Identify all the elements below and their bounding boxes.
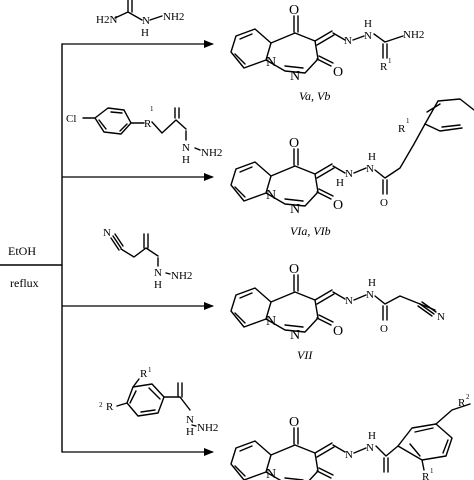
p1-ring-n2: N <box>290 69 300 84</box>
reagent-3-n: N <box>103 227 111 239</box>
reagent-3-cyanoacetohydrazide: N N H NH2 <box>103 227 192 291</box>
p1-o-top: O <box>289 3 299 18</box>
reagent-2-r-sup: 1 <box>150 105 154 113</box>
solvent-label: EtOH <box>8 244 36 258</box>
p4-ring-n: N <box>266 467 276 480</box>
reagent-3-nh: N <box>154 267 162 279</box>
reagent-2-cl: Cl <box>66 113 76 125</box>
p1-r-sup: 1 <box>388 57 392 65</box>
reagent-1-nh2: NH2 <box>163 11 184 23</box>
p3-n: N <box>345 295 353 307</box>
p3-o-right: O <box>333 324 343 339</box>
reagent-3-nh-h: H <box>154 279 162 291</box>
reagent-2-chlorophenyl-hydrazide: Cl R 1 N H NH2 <box>66 105 222 166</box>
p2-o-top: O <box>289 136 299 151</box>
p1-r: R <box>380 61 388 73</box>
p3-ring-n: N <box>266 314 276 329</box>
p3-cn-n: N <box>437 311 445 323</box>
p1-o-right: O <box>333 65 343 80</box>
p2-nh-h: H <box>336 177 344 189</box>
p4-o-top: O <box>289 415 299 430</box>
p1-nh: N <box>364 30 372 42</box>
condition-label: reflux <box>10 276 39 290</box>
reagent-2-nh: N <box>182 142 190 154</box>
product-2-label: VIa, VIb <box>290 224 331 238</box>
reagent-1-nh-h: H <box>141 27 149 39</box>
reaction-arrows <box>0 40 214 456</box>
p1-ring-n: N <box>266 55 276 70</box>
p4-n: N <box>345 449 353 461</box>
p3-nh: N <box>366 289 374 301</box>
reagent-4-benzohydrazide: R 1 R 2 N H NH2 <box>99 366 218 438</box>
p2-nh-h2: H <box>368 151 376 163</box>
p4-r2: R <box>458 397 466 409</box>
p2-n: N <box>345 168 353 180</box>
p4-nh: N <box>366 442 374 454</box>
p2-ring-n: N <box>266 188 276 203</box>
p2-ring-n2: N <box>290 202 300 217</box>
reagent-4-nh-h: H <box>186 426 194 438</box>
p4-r1: R <box>422 471 430 480</box>
p3-nh-h: H <box>368 277 376 289</box>
p2-o-amide: O <box>380 197 388 209</box>
p2-o-right: O <box>333 198 343 213</box>
reagent-4-r2: R <box>106 401 114 413</box>
reagent-1-nh: N <box>142 15 150 27</box>
product-4-structure: N O N N H R 2 R 1 <box>230 393 471 480</box>
product-1-structure: N N O O N N H NH2 R 1 <box>230 3 424 84</box>
reagent-2-nh2: NH2 <box>201 147 222 159</box>
p4-r1-sup: 1 <box>430 467 434 475</box>
p4-nh-h: H <box>368 430 376 442</box>
reagent-4-r1: R <box>140 368 148 380</box>
p2-r-sup: 1 <box>406 117 410 125</box>
p3-o-amide: O <box>380 323 388 335</box>
product-3-structure: N N O O N N H O N <box>230 262 445 343</box>
p3-o-top: O <box>289 262 299 277</box>
product-1-label: Va, Vb <box>299 89 330 103</box>
reagent-4-r2-sup: 2 <box>99 401 103 409</box>
reagent-1-aminoguanidine: H2N N H NH2 <box>96 0 184 39</box>
reagent-4-nh2: NH2 <box>197 422 218 434</box>
reagent-2-nh-h: H <box>182 154 190 166</box>
p3-ring-n2: N <box>290 328 300 343</box>
reagent-3-nh2: NH2 <box>171 270 192 282</box>
p2-nh: N <box>366 163 374 175</box>
reagent-1-h2n: H2N <box>96 14 117 26</box>
p1-nh-h: H <box>364 18 372 30</box>
product-3-label: VII <box>297 348 313 362</box>
product-2-structure: N N O O N H N H O R 1 <box>230 98 474 217</box>
reagent-4-nh: N <box>186 414 194 426</box>
p1-n: N <box>344 35 352 47</box>
p1-nh2: NH2 <box>403 29 424 41</box>
p2-r: R <box>398 123 406 135</box>
reagent-4-r1-sup: 1 <box>148 366 152 374</box>
p4-r2-sup: 2 <box>466 393 470 401</box>
reagent-2-r: R <box>144 118 152 130</box>
